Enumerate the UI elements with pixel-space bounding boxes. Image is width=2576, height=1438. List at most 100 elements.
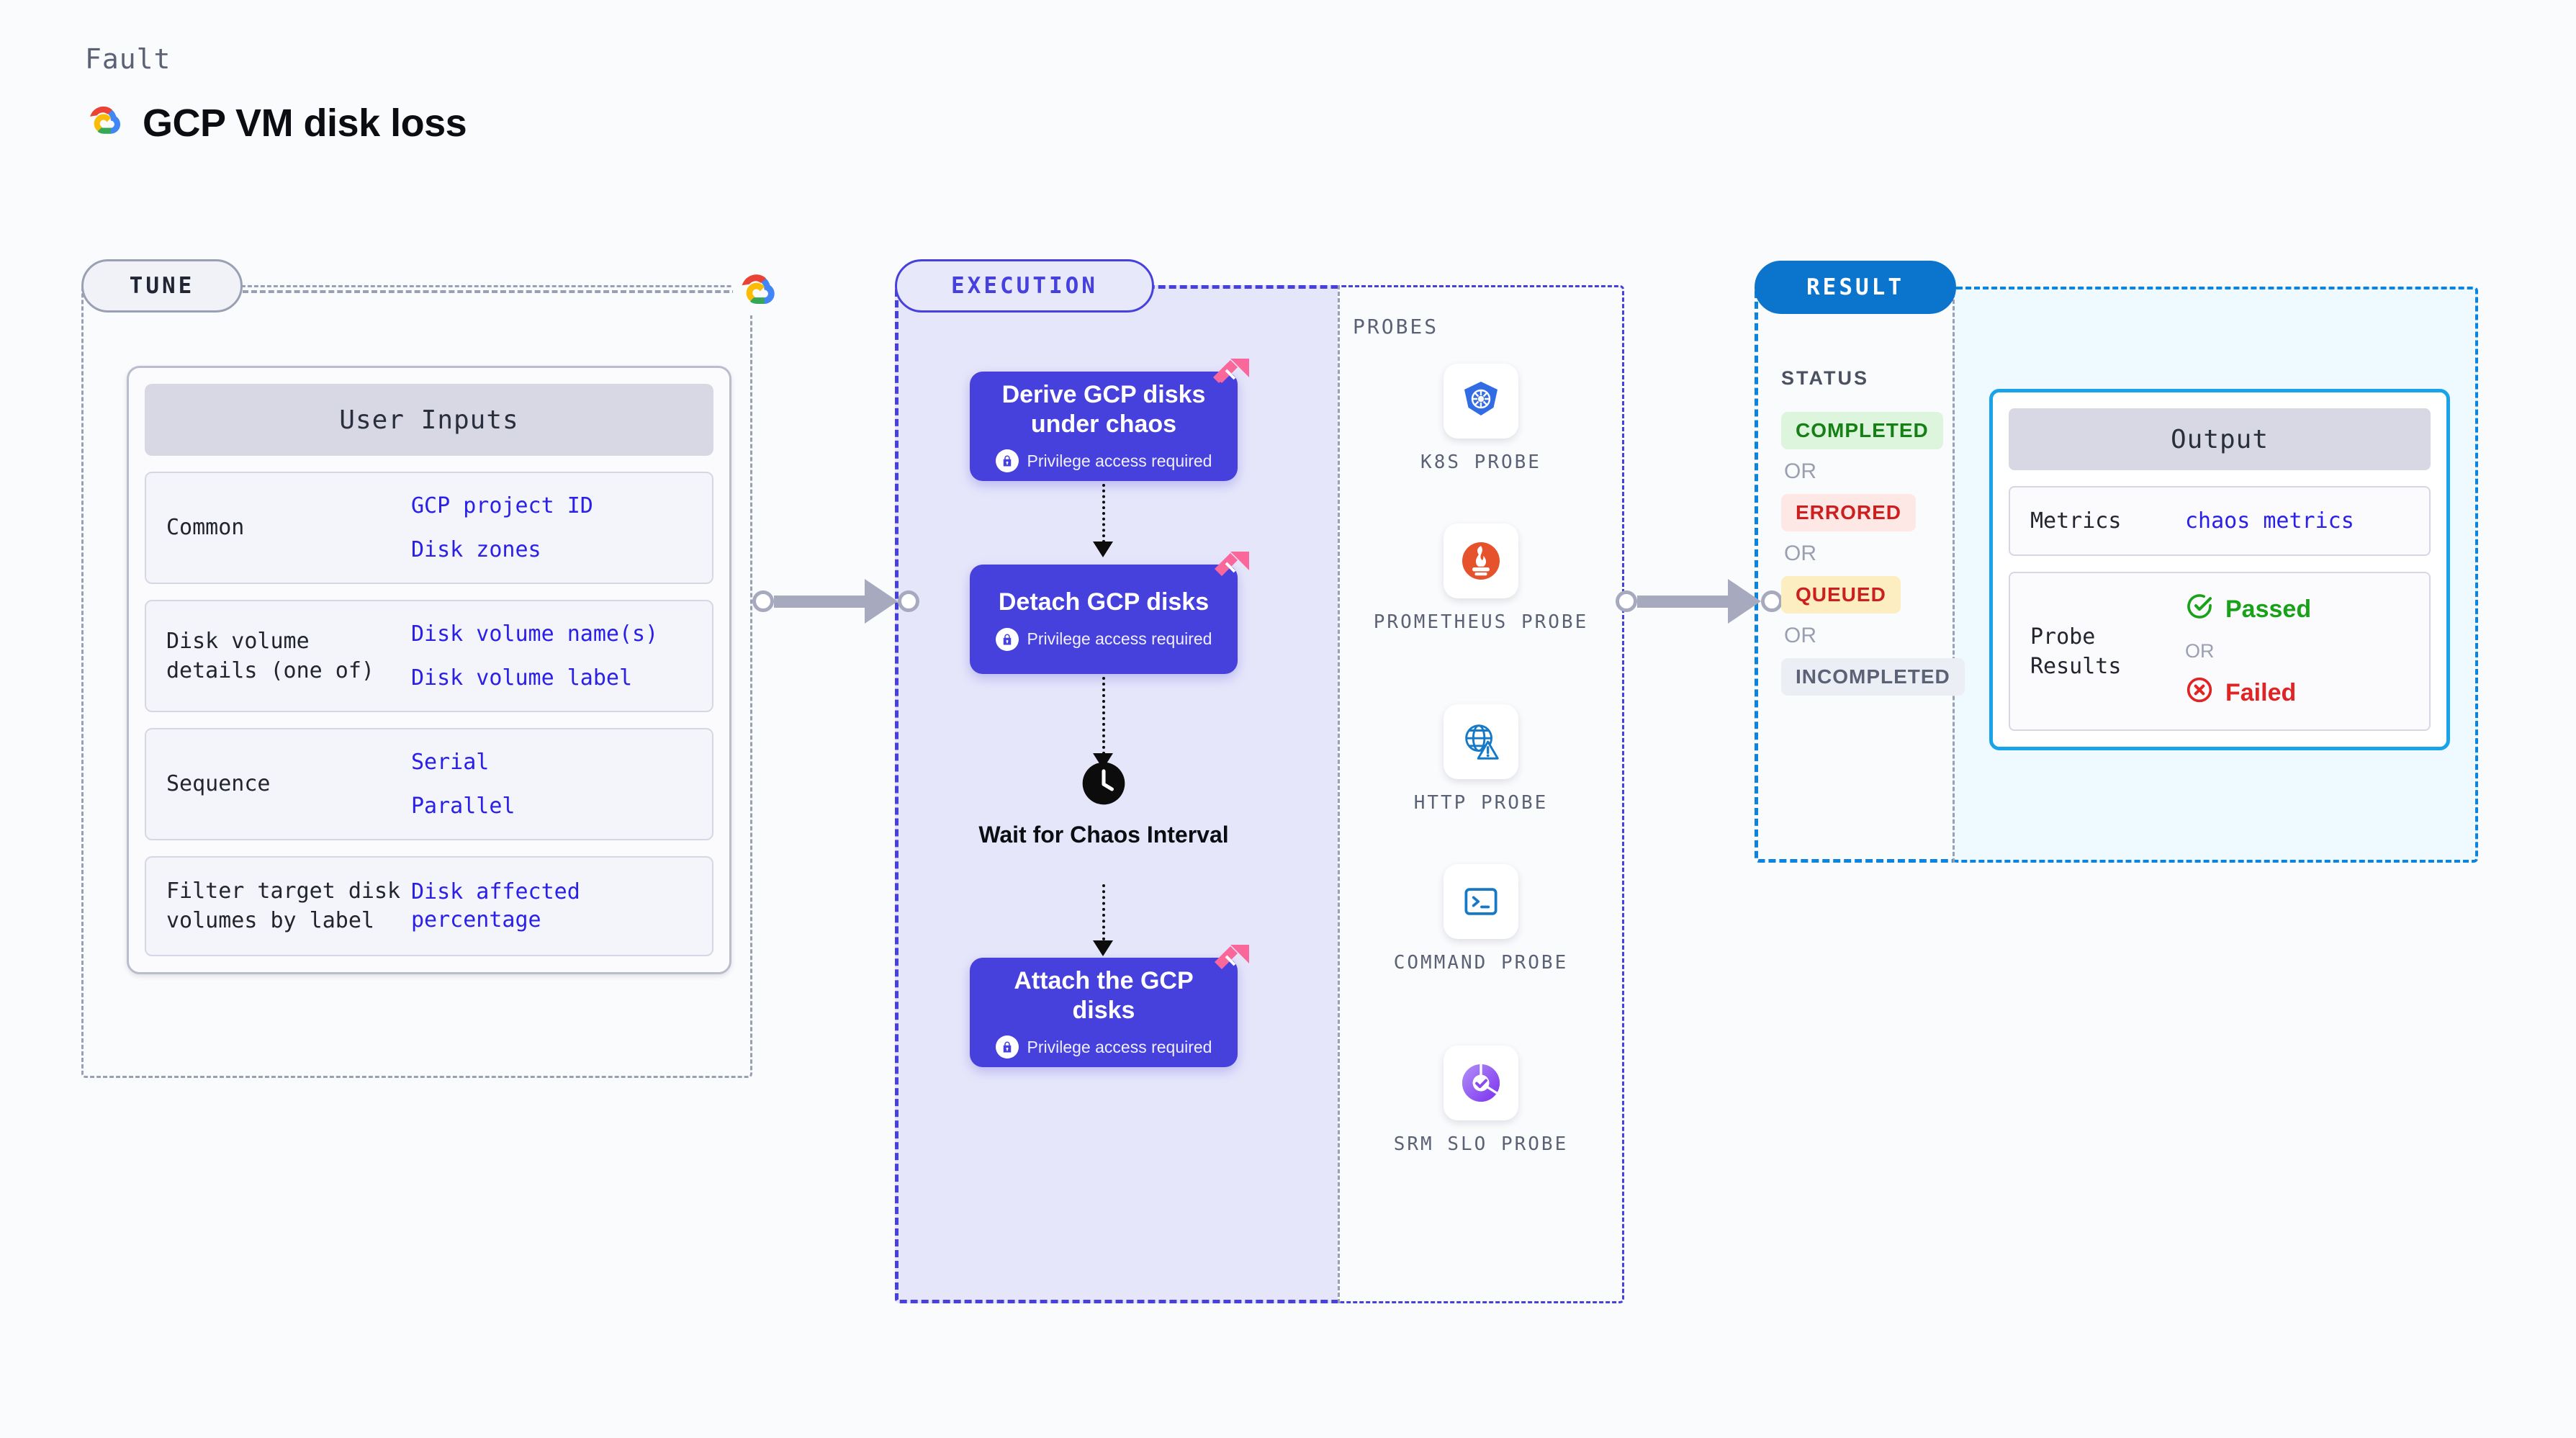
step-title: Wait for Chaos Interval — [978, 822, 1229, 848]
result-badge[interactable]: RESULT — [1755, 261, 1956, 314]
probe-k8s[interactable]: K8S PROBE — [1373, 364, 1589, 475]
step-title: Detach GCP disks — [998, 588, 1210, 616]
check-circle-icon — [2185, 592, 2214, 627]
output-value[interactable]: chaos metrics — [2185, 508, 2354, 534]
input-value[interactable]: Serial — [411, 750, 490, 775]
probes-title: PROBES — [1353, 315, 1439, 338]
table-row: Sequence Serial Parallel — [145, 728, 713, 840]
user-inputs-title: User Inputs — [145, 384, 713, 456]
input-values: Disk affected percentage — [411, 878, 692, 934]
privilege-note: Privilege access required — [995, 449, 1212, 473]
connector-bar — [1637, 595, 1728, 608]
input-value[interactable]: GCP project ID — [411, 493, 593, 518]
x-circle-icon — [2185, 675, 2214, 711]
input-key: Disk volume details (one of) — [166, 628, 374, 683]
privilege-label: Privilege access required — [1027, 629, 1212, 649]
connector-arrow-icon — [1093, 542, 1113, 557]
table-row: Disk volume details (one of) Disk volume… — [145, 600, 713, 712]
status-badge: COMPLETED — [1781, 412, 1943, 449]
privilege-label: Privilege access required — [1027, 451, 1212, 470]
harness-chaos-ribbon-icon — [1209, 942, 1253, 987]
terminal-icon — [1444, 864, 1518, 939]
harness-chaos-ribbon-icon — [1209, 549, 1253, 593]
status-title: STATUS — [1781, 367, 1869, 389]
arrow-head-icon — [865, 579, 898, 624]
gcp-logo-icon — [85, 102, 124, 144]
prometheus-icon — [1444, 523, 1518, 598]
execution-step-wait-interval[interactable]: Wait for Chaos Interval — [978, 760, 1229, 848]
output-probe-results-row: Probe Results Passed OR — [2009, 572, 2431, 732]
input-value[interactable]: Disk zones — [411, 537, 541, 562]
lock-icon — [995, 627, 1019, 651]
output-card: Output Metrics chaos metrics Probe Resul… — [1989, 389, 2450, 751]
table-row: Common GCP project ID Disk zones — [145, 472, 713, 584]
step-connector — [1102, 677, 1105, 755]
probes-region — [1338, 285, 1624, 1303]
input-key: Filter target disk volumes by label — [166, 878, 401, 934]
execution-badge[interactable]: EXECUTION — [895, 259, 1154, 313]
probe-command[interactable]: COMMAND PROBE — [1373, 864, 1589, 976]
output-key: Metrics — [2030, 508, 2122, 534]
input-value[interactable]: Disk affected percentage — [411, 879, 580, 933]
result-or: OR — [2185, 640, 2215, 662]
privilege-note: Privilege access required — [995, 627, 1212, 651]
tune-region — [81, 285, 752, 1078]
table-row: Filter target disk volumes by label Disk… — [145, 856, 713, 956]
status-list: COMPLETED OR ERRORED OR QUEUED OR INCOMP… — [1781, 412, 1965, 696]
tune-to-execution-arrow — [752, 579, 919, 624]
probe-label: COMMAND PROBE — [1393, 952, 1569, 974]
tune-badge[interactable]: TUNE — [81, 259, 243, 313]
input-value[interactable]: Disk volume name(s) — [411, 621, 659, 647]
status-or: OR — [1784, 542, 1816, 565]
step-connector — [1102, 884, 1105, 940]
execution-to-result-arrow — [1616, 579, 1783, 624]
status-or: OR — [1784, 624, 1816, 647]
tune-lead-line — [243, 290, 747, 293]
probe-result-values: Passed OR Failed — [2185, 592, 2311, 711]
page-kicker: Fault — [85, 43, 171, 75]
probe-http[interactable]: HTTP PROBE — [1373, 704, 1589, 816]
privilege-note: Privilege access required — [995, 1035, 1212, 1059]
connector-dot — [1616, 590, 1637, 612]
status-badge: QUEUED — [1781, 576, 1901, 614]
input-value[interactable]: Disk volume label — [411, 665, 633, 691]
failed-label: Failed — [2225, 679, 2297, 707]
step-title: Derive GCP disks under chaos — [1001, 380, 1206, 438]
input-value[interactable]: Parallel — [411, 794, 515, 819]
http-globe-warning-icon — [1444, 704, 1518, 779]
page-title: GCP VM disk loss — [143, 102, 467, 145]
connector-arrow-icon — [1093, 940, 1113, 956]
input-values: GCP project ID Disk zones — [411, 492, 593, 564]
execution-step-derive-disks[interactable]: Derive GCP disks under chaos Privilege a… — [970, 359, 1249, 481]
connector-dot — [1761, 590, 1783, 612]
connector-dot — [898, 590, 919, 612]
input-values: Disk volume name(s) Disk volume label — [411, 620, 658, 692]
probe-srm-slo[interactable]: SRM SLO PROBE — [1373, 1046, 1589, 1157]
lock-icon — [995, 1035, 1019, 1059]
probe-prometheus[interactable]: PROMETHEUS PROBE — [1373, 523, 1589, 635]
clock-icon — [1081, 760, 1127, 809]
execution-step-attach-disks[interactable]: Attach the GCP disks Privilege access re… — [970, 945, 1249, 1067]
probe-label: SRM SLO PROBE — [1393, 1133, 1569, 1155]
result-passed: Passed — [2185, 592, 2311, 627]
kubernetes-icon — [1444, 364, 1518, 439]
execution-step-detach-disks[interactable]: Detach GCP disks Privilege access requir… — [970, 552, 1249, 674]
input-key: Sequence — [166, 771, 271, 797]
status-or: OR — [1784, 459, 1816, 483]
output-title: Output — [2009, 408, 2431, 470]
output-key: Probe Results — [2030, 624, 2122, 679]
connector-bar — [774, 595, 865, 608]
privilege-label: Privilege access required — [1027, 1037, 1212, 1056]
user-inputs-card: User Inputs Common GCP project ID Disk z… — [127, 366, 731, 974]
probe-label: PROMETHEUS PROBE — [1373, 611, 1589, 633]
result-failed: Failed — [2185, 675, 2311, 711]
status-badge: INCOMPLETED — [1781, 658, 1965, 696]
result-divider — [1953, 287, 1955, 863]
input-key: Common — [166, 515, 245, 541]
srm-slo-donut-check-icon — [1444, 1046, 1518, 1120]
connector-dot — [752, 590, 774, 612]
output-metrics-row: Metrics chaos metrics — [2009, 486, 2431, 557]
input-values: Serial Parallel — [411, 748, 515, 820]
step-connector — [1102, 484, 1105, 543]
